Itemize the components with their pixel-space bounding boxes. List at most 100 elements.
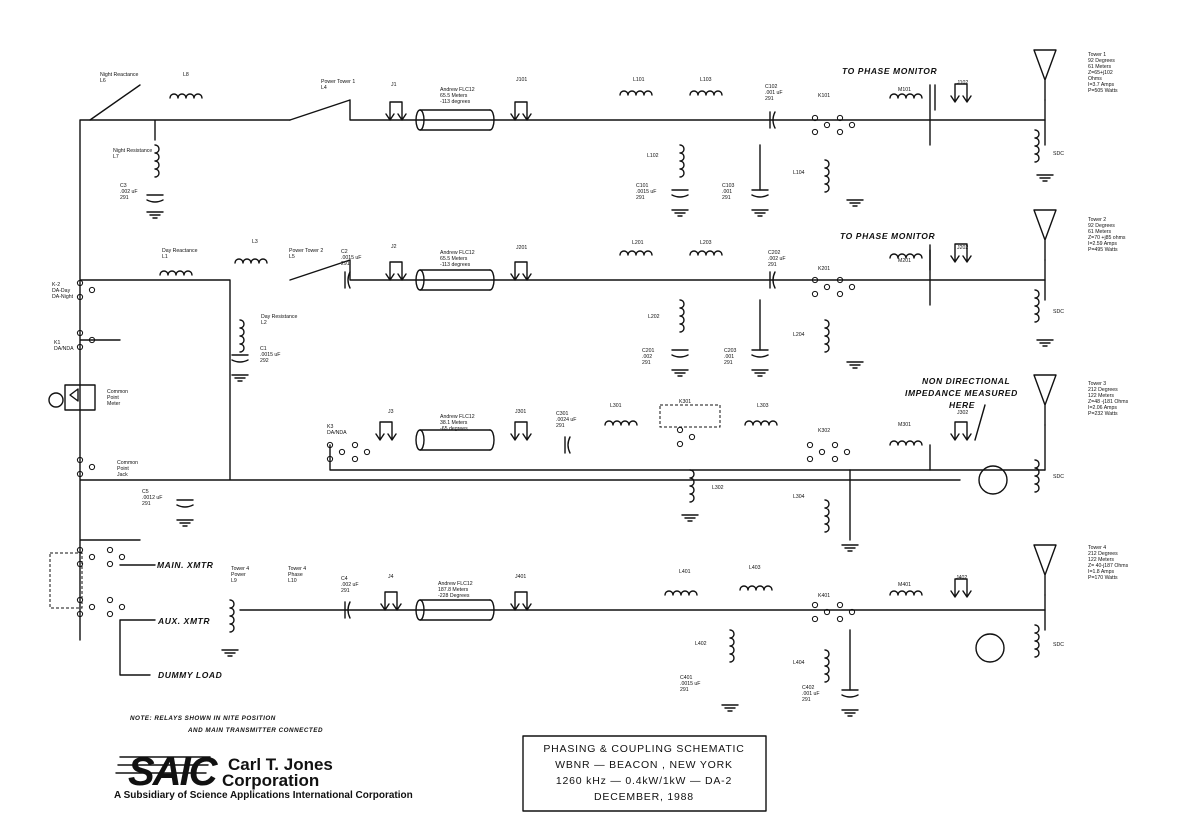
l3-label: L3 xyxy=(252,239,258,245)
k301-label: K301 xyxy=(679,399,691,405)
j102-label: J102 xyxy=(957,80,968,86)
logo-company-line-2: Corporation xyxy=(222,771,319,790)
logo-company-line-1: Carl T. Jones xyxy=(228,755,333,774)
tower-4-line: Tower 4 xyxy=(1088,545,1106,551)
c402-type: 291 xyxy=(802,697,811,703)
tower-2-line: 61 Meters xyxy=(1088,229,1111,235)
c4-label: C4 xyxy=(341,576,348,582)
c1-value: .0015 uF xyxy=(260,352,280,358)
c3-value: .002 uF xyxy=(120,189,138,195)
m101-label: M101 xyxy=(898,87,911,93)
k2-day-label: DA-Day xyxy=(52,288,71,294)
tower-3-line: 212 Degrees xyxy=(1088,387,1118,393)
j402-label: J402 xyxy=(956,575,967,581)
l101-label: L101 xyxy=(633,77,645,83)
c203-type: 291 xyxy=(724,360,733,366)
tower-4-branch xyxy=(239,544,1057,717)
l304-label: L304 xyxy=(793,494,805,500)
l104-label: L104 xyxy=(793,170,805,176)
c2-type: 291 xyxy=(341,261,350,267)
m201-label: M201 xyxy=(898,258,911,264)
c4-type: 291 xyxy=(341,588,350,594)
day-reactance-label: Day Reactance xyxy=(162,248,198,254)
tower-4-line: Z= 40-j187 Ohms xyxy=(1088,563,1129,569)
c201-type: 291 xyxy=(642,360,651,366)
l102-label: L102 xyxy=(647,153,659,159)
l404-label: L404 xyxy=(793,660,805,666)
c4-value: .002 uF xyxy=(341,582,359,588)
tower-3-line: P=232 Watts xyxy=(1088,411,1118,417)
tower-4-info: Tower 4 212 Degrees 122 Meters Z= 40-j18… xyxy=(1088,545,1129,581)
day-resistance-label: Day Resistance xyxy=(261,314,297,320)
component-labels: Night Reactance L6 L8 Night Resistance L… xyxy=(52,72,1064,703)
k201-label: K201 xyxy=(818,266,830,272)
c102-type: 291 xyxy=(765,96,774,102)
m301-label: M301 xyxy=(898,422,911,428)
c103-value: .001 xyxy=(722,189,732,195)
k101-label: K101 xyxy=(818,93,830,99)
night-reactance-label: Night Reactance xyxy=(100,72,138,78)
j202-label: J202 xyxy=(957,245,968,251)
c201-value: .002 xyxy=(642,354,652,360)
j1-label: J1 xyxy=(391,82,397,88)
c1-label: C1 xyxy=(260,346,267,352)
saic-logo: SAIC Carl T. Jones Corporation A Subsidi… xyxy=(114,750,413,801)
k2-label: K-2 xyxy=(52,282,60,288)
tower-1-line: Ohms xyxy=(1088,76,1102,82)
tower-2-line: 92 Degrees xyxy=(1088,223,1115,229)
dummy-load-label: DUMMY LOAD xyxy=(158,670,222,680)
line4-phase: -228 Degrees xyxy=(438,593,470,599)
logo-subsidiary: A Subsidiary of Science Applications Int… xyxy=(114,790,413,801)
common-point-jack-label-2: Point xyxy=(117,466,129,472)
common-point-meter-label-2: Point xyxy=(107,395,119,401)
title-block: PHASING & COUPLING SCHEMATIC WBNR — BEAC… xyxy=(522,735,767,812)
tower-2-line: P=495 Watts xyxy=(1088,247,1118,253)
k3-mode-label: DA/NDA xyxy=(327,430,347,436)
line1-length: 65.5 Meters xyxy=(440,93,468,99)
l7-label: L7 xyxy=(113,154,119,160)
tower-3-line: Tower 3 xyxy=(1088,381,1106,387)
tower-2-line: I=2.59 Amps xyxy=(1088,241,1117,247)
j401-label: J401 xyxy=(515,574,526,580)
sdc1-label: SDC xyxy=(1053,151,1064,157)
c402-label: C402 xyxy=(802,685,815,691)
l6-label: L6 xyxy=(100,78,106,84)
tower-2-branch xyxy=(289,209,1057,377)
l4-label: L4 xyxy=(321,85,327,91)
tower-1-info: Tower 1 92 Degrees 61 Meters Z=65+j102 O… xyxy=(1088,52,1118,94)
title-line-1: PHASING & COUPLING SCHEMATIC xyxy=(543,743,744,755)
tower4-phase-label-2: Phase xyxy=(288,572,303,578)
tower4-power-label-1: Tower 4 xyxy=(231,566,249,572)
c5-label: C5 xyxy=(142,489,149,495)
l202-label: L202 xyxy=(648,314,660,320)
logo-mark: SAIC xyxy=(128,750,219,794)
l302-label: L302 xyxy=(712,485,724,491)
line1-phase: -113 degrees xyxy=(440,99,471,105)
k1-label: K1 xyxy=(54,340,60,346)
tower-3-line: I=2.06 Amps xyxy=(1088,405,1117,411)
c402-value: .001 uF xyxy=(802,691,820,697)
aux-xmtr-label: AUX. XMTR xyxy=(157,616,210,626)
tower-2-info: Tower 2 92 Degrees 61 Meters Z=70 +j85 o… xyxy=(1088,217,1126,253)
tower4-power-label-2: Power xyxy=(231,572,246,578)
line3-type: Andrew FLC12 xyxy=(440,414,475,420)
line3-length: 38.1 Meters xyxy=(440,420,468,426)
handwritten-labels: MAIN. XMTR AUX. XMTR DUMMY LOAD TO PHASE… xyxy=(157,66,1018,680)
tower-1-line: 61 Meters xyxy=(1088,64,1111,70)
note-line-2: AND MAIN TRANSMITTER CONNECTED xyxy=(187,727,323,734)
line2-length: 65.5 Meters xyxy=(440,256,468,262)
j4-label: J4 xyxy=(388,574,394,580)
l303-label: L303 xyxy=(757,403,769,409)
c101-value: .0015 uF xyxy=(636,189,656,195)
relay-note: NOTE: RELAYS SHOWN IN NITE POSITION AND … xyxy=(130,715,323,734)
night-resistance-label: Night Resistance xyxy=(113,148,152,154)
k1-mode-label: DA/NDA xyxy=(54,346,74,352)
line3-phase: -65 degrees xyxy=(440,426,468,432)
l204-label: L204 xyxy=(793,332,805,338)
power-tower2-label: Power Tower 2 xyxy=(289,248,323,254)
k401-label: K401 xyxy=(818,593,830,599)
k302-label: K302 xyxy=(818,428,830,434)
l1-label: L1 xyxy=(162,254,168,260)
non-directional-label-2: IMPEDANCE MEASURED xyxy=(905,388,1018,398)
